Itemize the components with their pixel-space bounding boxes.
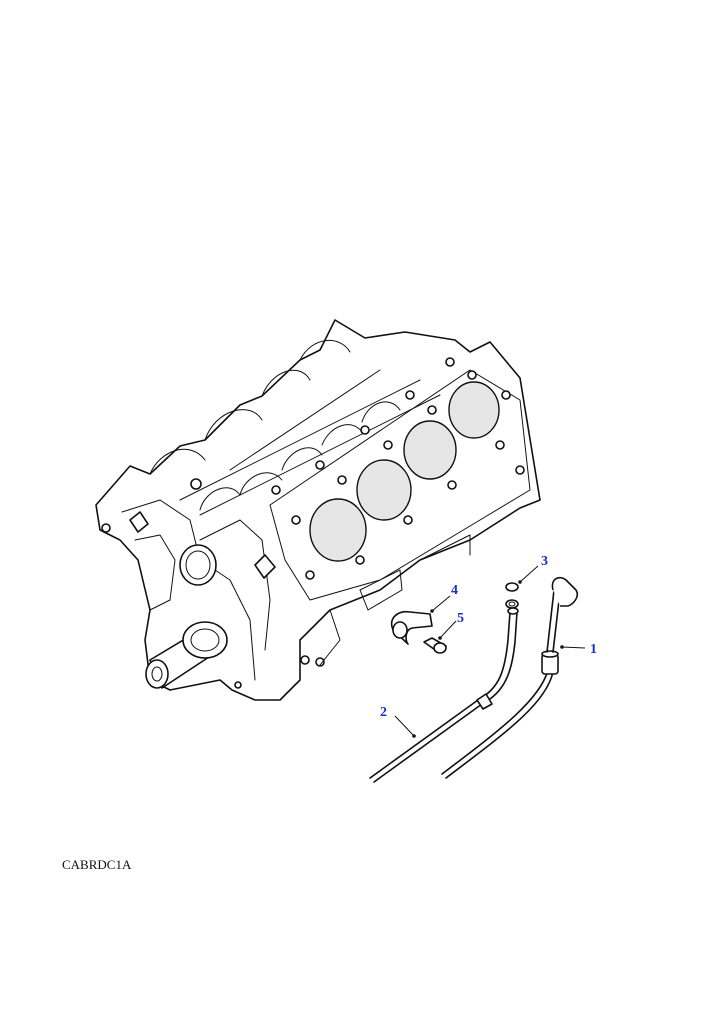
leader-lines [394,565,586,738]
crankshaft-nose [145,621,228,689]
callout-4: 4 [451,583,458,598]
callout-3: 3 [541,554,548,569]
reference-code: CABRDC1A [62,857,132,872]
part-1-dipstick [441,576,579,779]
callout-2: 2 [380,705,387,720]
part-2-dipstick-tube [369,607,519,783]
engine-block [95,319,541,701]
callout-5: 5 [457,611,464,626]
part-4-clip [391,610,433,645]
cylinder-bores [309,381,500,562]
part-3-seal [505,582,519,609]
part-5-bolt [423,637,447,654]
callout-1: 1 [590,642,597,657]
bolt-holes [101,357,525,689]
